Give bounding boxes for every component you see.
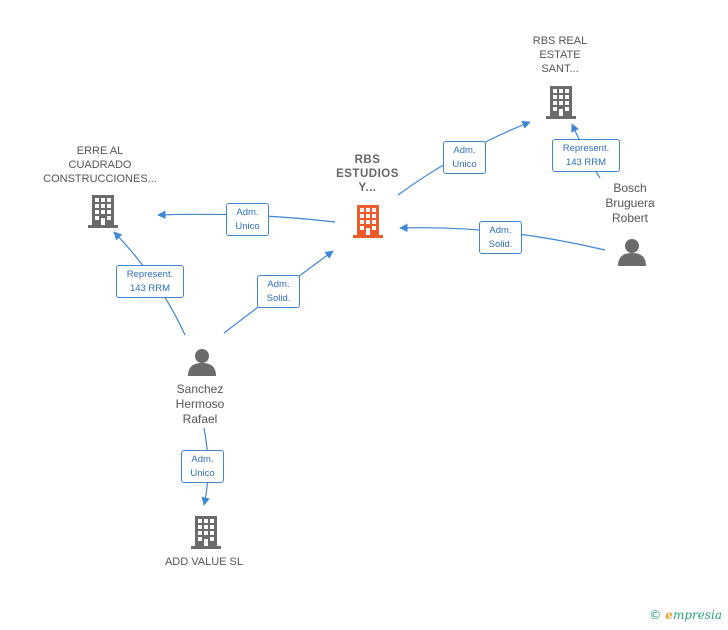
building-icon [546,86,576,119]
edge-label-adm-unico: Adm.Unico [226,203,269,236]
copyright-icon: © [649,608,662,622]
node-label-bosch[interactable]: Bosch Bruguera Robert [605,181,655,225]
edge-label-represent: Represent.143 RRM [116,265,184,298]
edge-label-adm-unico: Adm.Unico [443,141,486,174]
building-icon [88,195,118,228]
building-icon [191,516,221,549]
edge-label-represent: Represent.143 RRM [552,139,620,172]
node-label-sanchez[interactable]: Sanchez Hermoso Rafael [175,382,225,426]
node-label-rbs-estudios[interactable]: RBS ESTUDIOS Y... [336,154,399,194]
brand-footer[interactable]: ©empresia [649,608,722,622]
brand-name: mpresia [672,608,722,622]
edge-label-adm-solid: Adm.Solid. [257,275,300,308]
edge-label-adm-unico: Adm.Unico [181,450,224,483]
building-icon [353,205,383,238]
person-icon [618,239,646,266]
edge-label-adm-solid: Adm.Solid. [479,221,522,254]
node-label-erre[interactable]: ERRE AL CUADRADO CONSTRUCCIONES... [43,145,157,185]
person-icon [188,349,216,376]
brand-logo-e: e [665,608,673,622]
node-label-rbs-real[interactable]: RBS REAL ESTATE SANT... [532,35,588,75]
node-label-add-value[interactable]: ADD VALUE SL [164,556,244,568]
